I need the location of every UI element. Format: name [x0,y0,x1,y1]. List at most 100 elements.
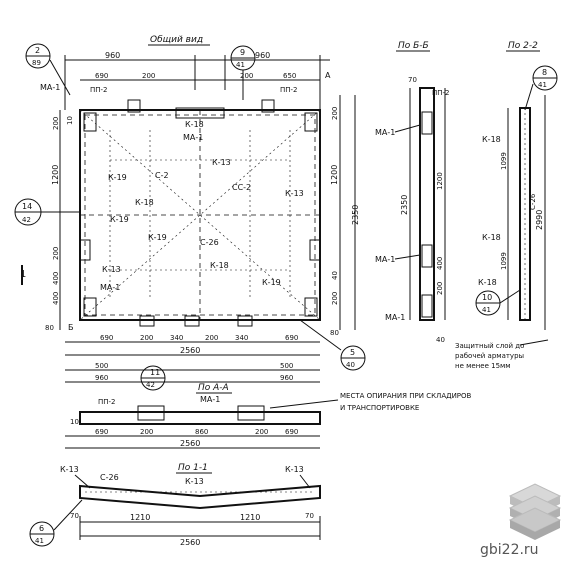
svg-text:8: 8 [542,68,547,77]
svg-text:Б: Б [68,323,74,332]
svg-text:340: 340 [170,334,183,342]
dim-top-650: 650 [283,72,296,80]
dim-top-960-right: 960 [255,51,270,60]
section-bb: 2350 1200 400 200 МА-1 МА-1 МА-1 ПП-2 70… [375,76,450,344]
ref-circle-2-89: 2 89 [25,43,71,96]
title-section-22: По 2-2 [508,41,538,51]
ref-circle-11-42: 11 42 [140,365,166,391]
svg-text:80: 80 [330,329,339,337]
svg-text:9: 9 [240,48,245,57]
label-a-top: А [325,71,331,80]
label-k19-mid: К-19 [110,215,129,224]
svg-text:200: 200 [52,117,60,130]
svg-text:200: 200 [255,428,268,436]
watermark-logo-icon [508,483,562,540]
svg-text:6: 6 [39,524,44,533]
ref-circle-8-41: 8 41 [524,65,558,111]
svg-text:11: 11 [150,368,160,377]
ref-circle-10-41: 10 41 [475,289,521,316]
ref-circle-9-41: 9 41 [230,45,256,100]
svg-text:200: 200 [205,334,218,342]
svg-text:10: 10 [66,116,74,125]
svg-text:С-26: С-26 [529,193,537,210]
svg-text:960: 960 [280,374,293,382]
left-dimensions: 1200 200 400 400 200 80 10 1 [20,110,74,332]
svg-text:рабочей арматуры: рабочей арматуры [455,352,524,360]
svg-text:К-18: К-18 [482,135,501,144]
svg-text:200: 200 [140,428,153,436]
svg-text:690: 690 [95,428,108,436]
svg-text:200: 200 [436,282,444,295]
svg-text:МА-1: МА-1 [375,255,395,264]
svg-text:42: 42 [146,381,155,389]
ref-circle-6-41: 6 41 [29,499,83,547]
title-general-view: Общий вид [150,35,203,45]
svg-text:860: 860 [195,428,208,436]
label-k19-left: К-19 [108,173,127,182]
svg-text:400: 400 [436,257,444,270]
watermark-text: gbi22.ru [480,542,539,558]
svg-text:14: 14 [22,202,32,211]
dim-top-690-left: 690 [95,72,108,80]
dim-top-200-left: 200 [142,72,155,80]
label-pp2-right: ПП-2 [280,86,298,94]
svg-text:С-26: С-26 [100,473,119,482]
label-k18-low: К-18 [210,261,229,270]
bottom-dimensions: 690 200 340 200 340 690 Б 2560 500 500 9… [65,323,320,383]
svg-text:2: 2 [35,46,40,55]
label-k13-left: К-13 [102,265,121,274]
svg-text:К-13: К-13 [285,465,304,474]
svg-text:41: 41 [236,61,245,69]
label-ma1-left-low: МА-1 [100,283,120,292]
svg-text:200: 200 [331,107,339,120]
slab-plan [79,99,321,327]
section-22: 2990 1099 1099 К-18 К-18 К-18 С-26 [478,95,546,330]
svg-text:МА-1: МА-1 [375,128,395,137]
title-section-11: По 1-1 [178,463,208,473]
svg-text:К-13: К-13 [185,477,204,486]
svg-text:ПП-2: ПП-2 [98,398,116,406]
svg-text:5: 5 [350,348,355,357]
svg-text:40: 40 [346,361,355,369]
label-k13-right: К-13 [285,189,304,198]
svg-text:Защитный слой до: Защитный слой до [455,342,524,350]
label-k19-center: К-19 [148,233,167,242]
section-mark-1: 1 [20,269,26,280]
slab-labels: К-18 МА-1 К-13 С-2 СС-2 К-19 К-13 К-18 К… [100,120,304,292]
svg-text:70: 70 [408,76,417,84]
svg-text:2350: 2350 [400,195,409,215]
label-k18-mid: К-18 [135,198,154,207]
svg-text:1200: 1200 [436,172,444,190]
svg-text:1200: 1200 [330,165,339,185]
svg-text:340: 340 [235,334,248,342]
svg-text:400: 400 [52,272,60,285]
svg-text:МА-1: МА-1 [385,313,405,322]
label-ma1-center-top: МА-1 [183,133,203,142]
label-pp2-left: ПП-2 [90,86,108,94]
svg-text:200: 200 [52,247,60,260]
ref-circle-5-40: 5 40 [299,319,366,371]
svg-text:К-18: К-18 [478,278,497,287]
svg-text:1210: 1210 [240,513,260,522]
support-note: МЕСТА ОПИРАНИЯ ПРИ СКЛАДИРОВ И ТРАНСПОРТ… [269,392,472,412]
svg-text:41: 41 [538,81,547,89]
svg-text:ПП-2: ПП-2 [432,89,450,97]
svg-text:80: 80 [45,324,54,332]
ref-circle-14-42: 14 42 [14,198,80,226]
label-s2: С-2 [155,171,169,180]
svg-text:И ТРАНСПОРТИРОВКЕ: И ТРАНСПОРТИРОВКЕ [340,404,419,412]
svg-text:42: 42 [22,216,31,224]
svg-text:10: 10 [482,293,492,302]
svg-text:400: 400 [52,292,60,305]
svg-text:40: 40 [331,271,339,280]
svg-text:690: 690 [285,334,298,342]
svg-text:70: 70 [305,512,314,520]
svg-text:200: 200 [140,334,153,342]
svg-text:690: 690 [285,428,298,436]
label-s26: С-26 [200,238,219,247]
svg-text:41: 41 [482,306,491,314]
title-section-bb: По Б-Б [398,41,429,51]
section-11: К-13 С-26 К-13 К-13 1210 1210 70 70 2560 [60,465,321,547]
